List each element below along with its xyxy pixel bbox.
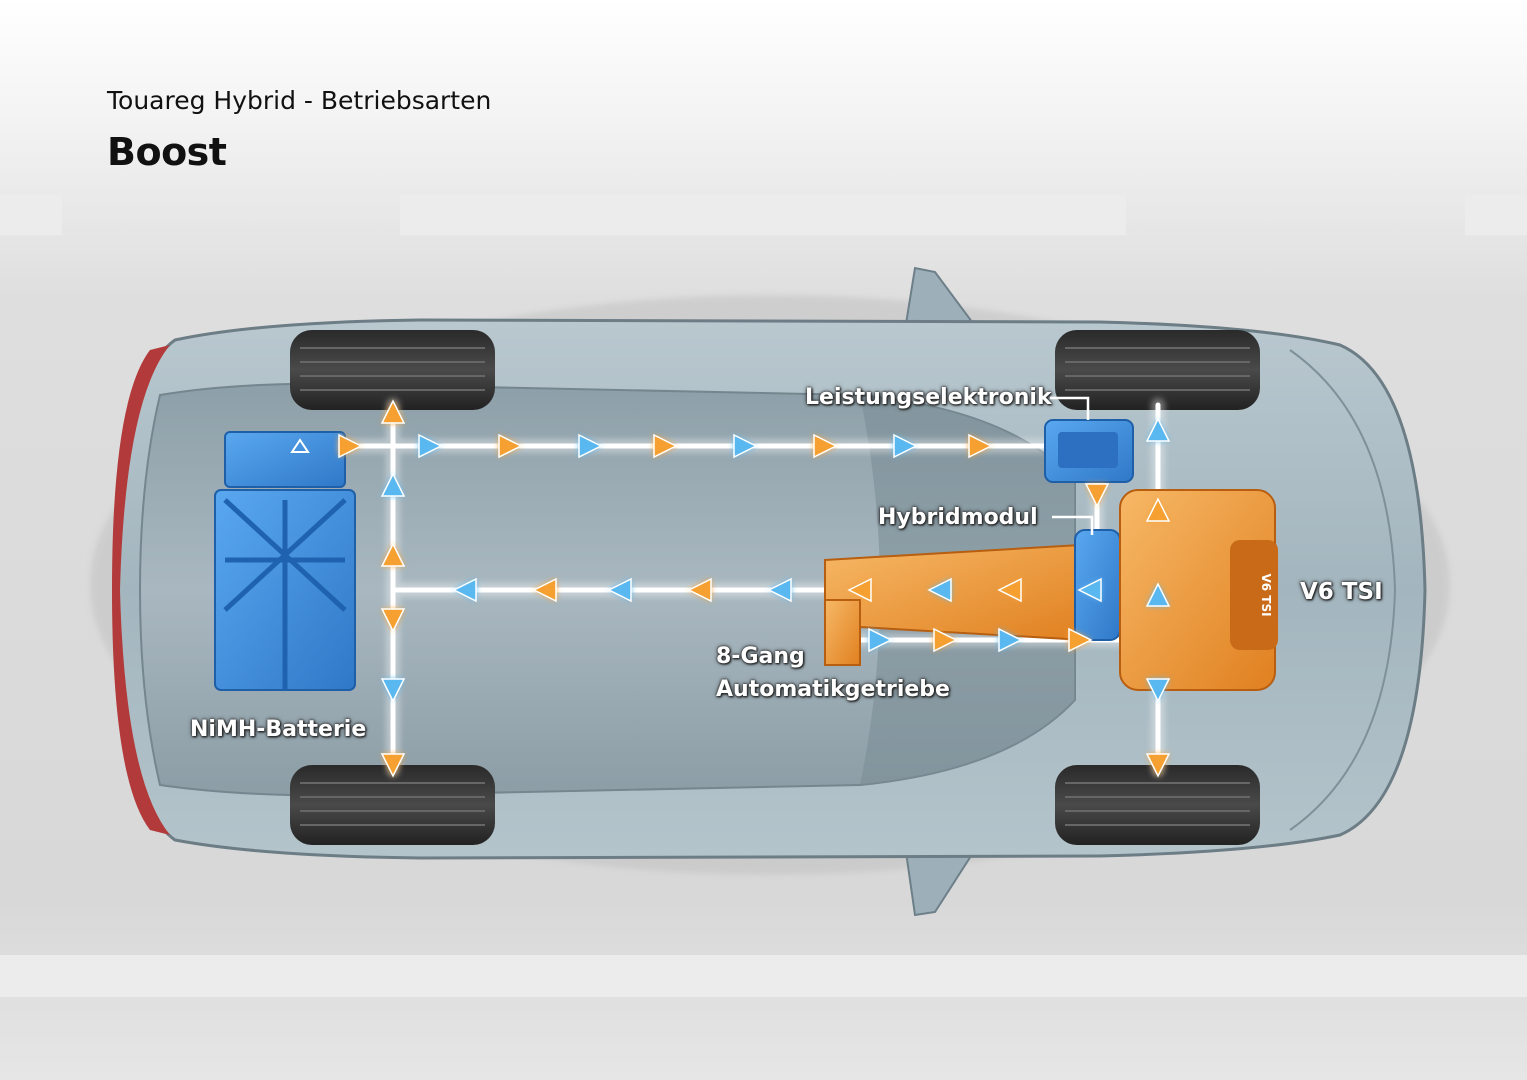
mechanical-flow-arrow [380,753,406,778]
tire-rear-left [290,330,495,410]
mechanical-flow-arrow [968,433,993,459]
label-engine: V6 TSI [1300,579,1383,605]
mechanical-flow-arrow [1145,753,1171,778]
electric-flow-arrow [418,433,443,459]
tire-front-right [1055,765,1260,845]
electric-flow-arrow [767,577,792,603]
power-electronics-unit [1044,419,1134,483]
electric-flow-arrow [1145,678,1171,703]
mechanical-flow-arrow [813,433,838,459]
road-stripe [1465,195,1527,235]
electric-flow-arrow [578,433,603,459]
mechanical-flow-arrow [997,577,1022,603]
flow-lines [338,398,1165,777]
mechanical-flow-arrow [1145,497,1171,522]
road-stripe [0,195,62,235]
mechanical-flow-arrow [1084,483,1110,508]
label-gearbox-line1: 8-Gang [716,644,805,669]
hood-line [1289,349,1397,831]
diagram-subtitle: Touareg Hybrid - Betriebsarten [107,86,492,115]
electric-flow-arrow [1077,577,1102,603]
mechanical-flow-arrow [653,433,678,459]
electric-flow-arrow [998,627,1023,653]
electric-flow-arrow [380,472,406,497]
electric-flow-arrow [1145,582,1171,607]
electric-flow-arrow [607,577,632,603]
label-gearbox-line2: Automatikgetriebe [716,677,950,702]
label-hybrid-module: Hybridmodul [878,505,1038,530]
mechanical-flow-arrow [338,433,363,459]
road-stripe [400,195,1126,235]
road-stripe [0,955,1527,997]
battery-pack [214,431,356,691]
mechanical-flow-arrow [380,608,406,633]
electric-flow-arrow [380,678,406,703]
tire-front-left [1055,330,1260,410]
mechanical-flow-arrow [380,399,406,424]
electric-flow-arrow [733,433,758,459]
label-power-electronics: Leistungselektronik [805,385,1052,410]
electric-flow-arrow [452,577,477,603]
flow-arrows [338,399,1171,778]
tail-light [112,345,170,835]
gearbox [824,543,1087,666]
mechanical-flow-arrow [933,627,958,653]
v6-engine: V6 TSI [1119,489,1278,691]
diagram-title: Boost [107,130,227,174]
electric-flow-arrow [893,433,918,459]
electric-flow-arrow [927,577,952,603]
mechanical-flow-arrow [532,577,557,603]
tire-rear-right [290,765,495,845]
mechanical-flow-arrow [847,577,872,603]
mechanical-flow-arrow [1068,627,1093,653]
mechanical-flow-arrow [498,433,523,459]
label-battery: NiMH-Batterie [190,717,367,742]
mechanical-flow-arrow [687,577,712,603]
mechanical-flow-arrow [380,542,406,567]
electric-flow-arrow [868,627,893,653]
electric-flow-arrow [1145,417,1171,442]
engine-marking: V6 TSI [1259,573,1273,616]
